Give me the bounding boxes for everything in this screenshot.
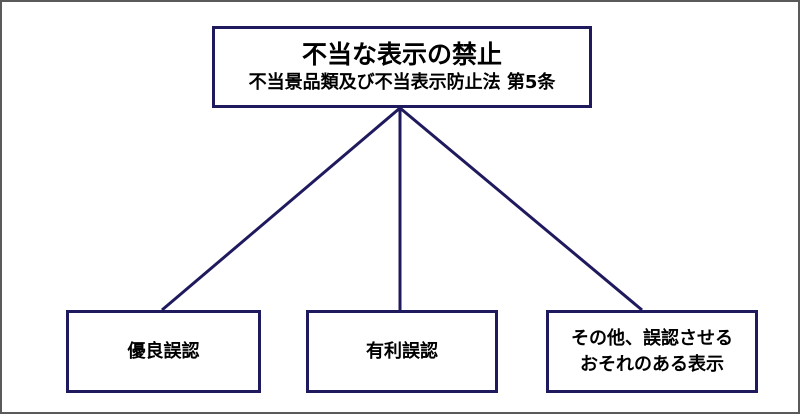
child-label: 有利誤認 — [366, 340, 438, 362]
root-subtitle: 不当景品類及び不当表示防止法 第5条 — [248, 72, 556, 93]
child-node-superiority-misrepresentation: 優良誤認 — [66, 310, 261, 393]
child-label-line-2: おそれのある表示 — [580, 353, 724, 375]
child-label-line-1: その他、誤認させる — [571, 327, 733, 349]
connector-right — [399, 106, 643, 312]
connector-left — [161, 106, 401, 312]
child-label: 優良誤認 — [127, 340, 200, 362]
root-node: 不当な表示の禁止 不当景品類及び不当表示防止法 第5条 — [212, 26, 592, 108]
child-node-other-misleading: その他、誤認させる おそれのある表示 — [546, 310, 758, 393]
child-node-advantage-misrepresentation: 有利誤認 — [306, 310, 498, 393]
root-title: 不当な表示の禁止 — [301, 40, 502, 69]
